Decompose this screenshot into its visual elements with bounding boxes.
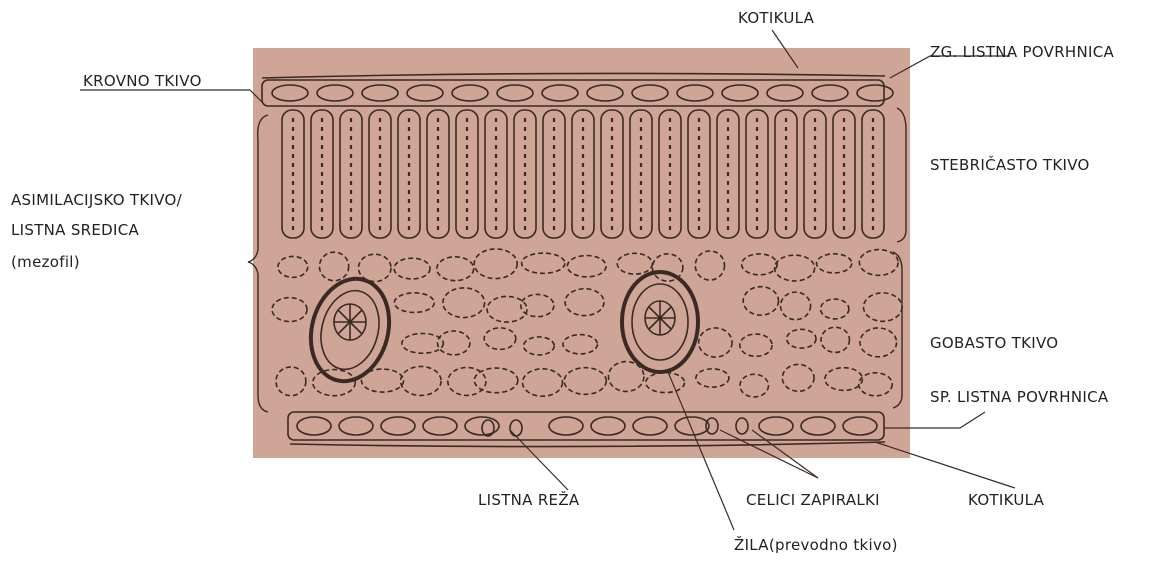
label-listna-sredica: LISTNA SREDICA xyxy=(11,220,139,240)
label-krovno-tkivo: KROVNO TKIVO xyxy=(83,71,202,91)
label-zg-listna-povrhnica: ZG. LISTNA POVRHNICA xyxy=(930,42,1114,62)
label-kotikula-top: KOTIKULA xyxy=(738,8,814,28)
label-gobasto-tkivo: GOBASTO TKIVO xyxy=(930,333,1058,353)
label-stebricasto-tkivo: STEBRIČASTO TKIVO xyxy=(930,155,1090,175)
leader-krovno-tkivo xyxy=(80,90,262,102)
label-kotikula-bottom: KOTIKULA xyxy=(968,490,1044,510)
label-listna-reza: LISTNA REŽA xyxy=(478,490,579,510)
label-zila: ŽILA(prevodno tkivo) xyxy=(734,535,898,555)
label-mezofil: (mezofil) xyxy=(11,252,80,272)
label-asimilacijsko-tkivo: ASIMILACIJSKO TKIVO/ xyxy=(11,190,182,210)
label-celici-zapiralki: CELICI ZAPIRALKI xyxy=(746,490,880,510)
label-sp-listna-povrhnica: SP. LISTNA POVRHNICA xyxy=(930,387,1108,407)
leader-kotikula-bottom xyxy=(875,442,1015,488)
